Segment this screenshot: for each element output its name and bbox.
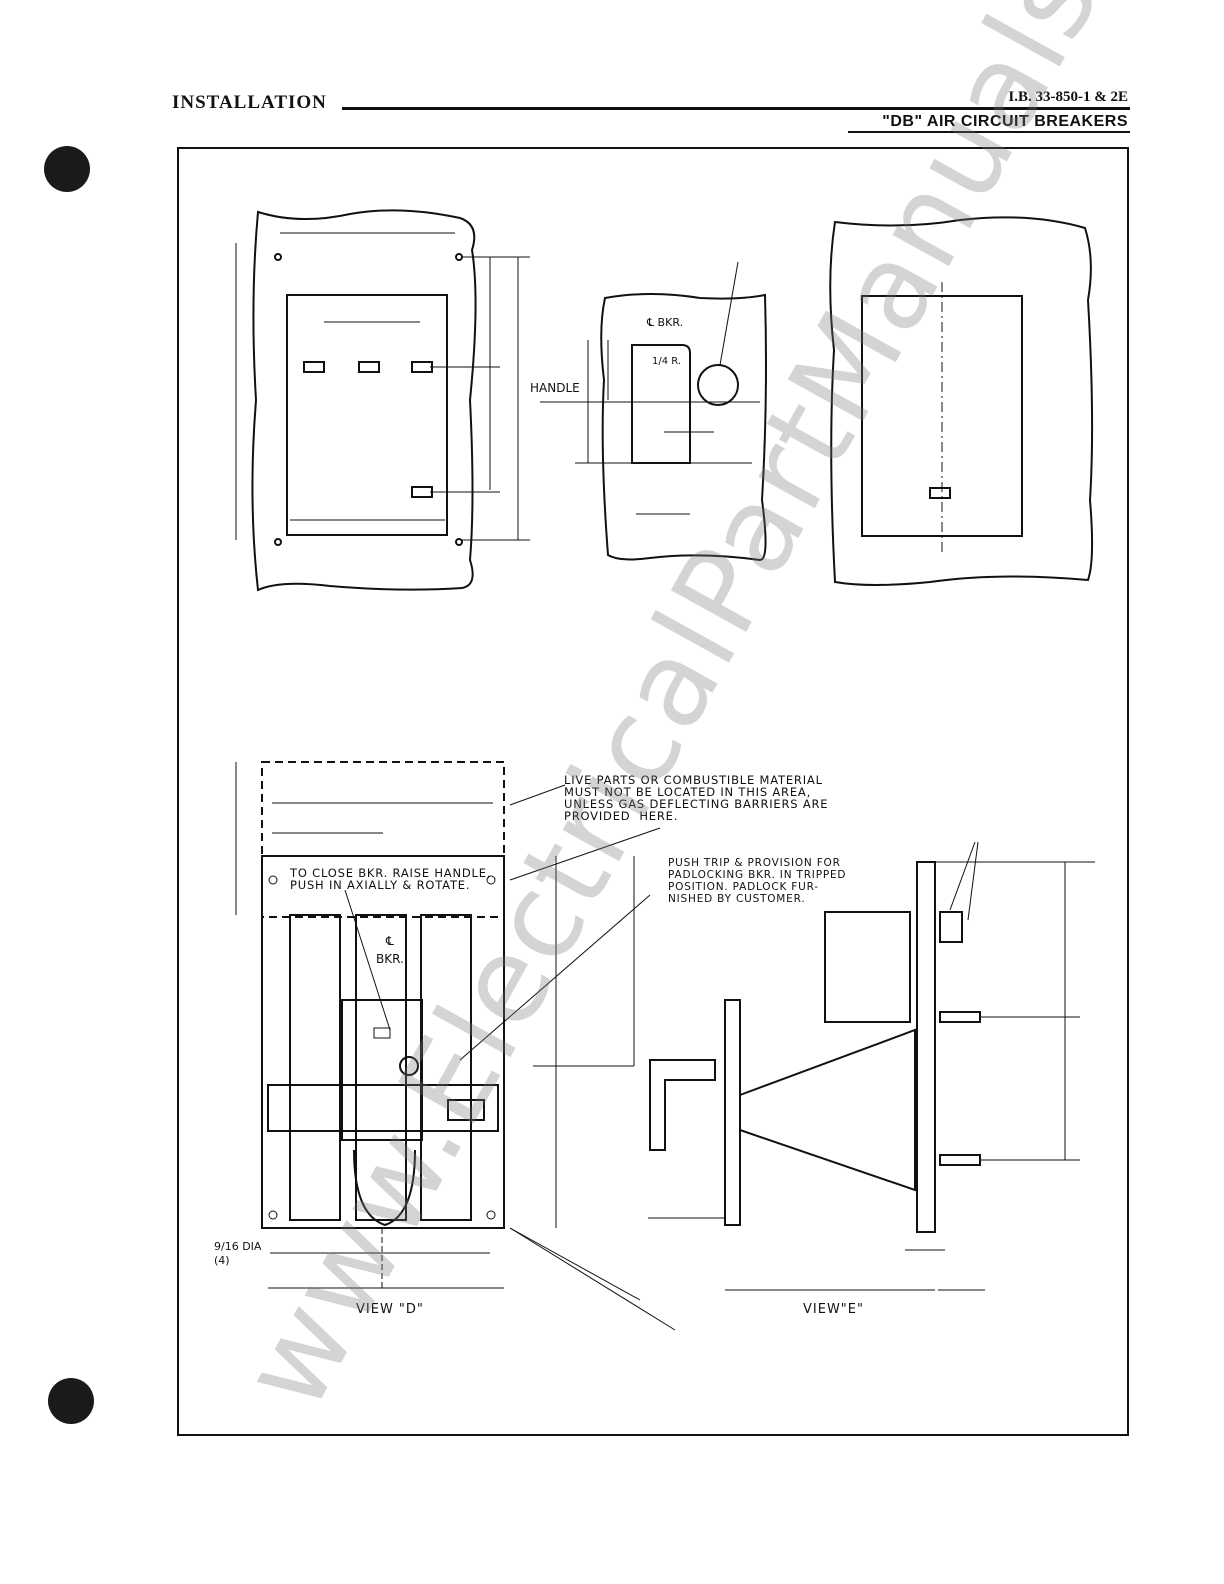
- handle-housing: [341, 999, 423, 1141]
- mount-hole-1: [274, 253, 282, 261]
- mount-hole-3: [274, 538, 282, 546]
- side-panel: [916, 861, 936, 1233]
- mount-hole-2: [455, 253, 463, 261]
- punch-hole-top: [44, 146, 90, 192]
- trip-hole: [697, 364, 739, 406]
- breaker-centerline-label: ℄ BKR.: [376, 934, 404, 966]
- breaker-base-plate: [261, 855, 505, 1229]
- mount-hole-4: [455, 538, 463, 546]
- cutout-centerline-label: ℄ BKR.: [647, 316, 684, 329]
- slot-1: [303, 361, 325, 373]
- drawing-frame: [177, 147, 1129, 1436]
- subtitle-rule: [848, 131, 1130, 133]
- cutout-rounded-rect: [631, 344, 691, 464]
- slot-4: [411, 486, 433, 498]
- slot-5: [929, 487, 951, 499]
- corner-radius-label: 1/4 R.: [652, 356, 682, 367]
- closing-instruction-note: TO CLOSE BKR. RAISE HANDLE, PUSH IN AXIA…: [290, 866, 492, 892]
- mounting-hole-label: 9/16 DIA (4): [214, 1240, 262, 1267]
- view-e-caption: VIEW"E": [803, 1302, 864, 1317]
- view-d-caption: VIEW "D": [356, 1302, 424, 1317]
- handle-label: HANDLE: [530, 381, 580, 395]
- clearance-warning-note: LIVE PARTS OR COMBUSTIBLE MATERIAL MUST …: [564, 773, 829, 823]
- punch-hole-bottom: [48, 1378, 94, 1424]
- document-subtitle: "DB" AIR CIRCUIT BREAKERS: [882, 113, 1128, 130]
- panel-outline-1: [251, 209, 477, 592]
- panel-outline-3: [829, 216, 1094, 586]
- push-trip-note: PUSH TRIP & PROVISION FOR PADLOCKING BKR…: [668, 857, 847, 905]
- slot-3: [411, 361, 433, 373]
- slot-2: [358, 361, 380, 373]
- section-title: INSTALLATION: [172, 92, 327, 113]
- cutout-rect-1: [286, 294, 448, 536]
- document-number: I.B. 33-850-1 & 2E: [1008, 89, 1128, 105]
- header-rule: [342, 107, 1130, 110]
- panel-outline-2: [600, 293, 767, 562]
- clearance-zone: [261, 761, 505, 918]
